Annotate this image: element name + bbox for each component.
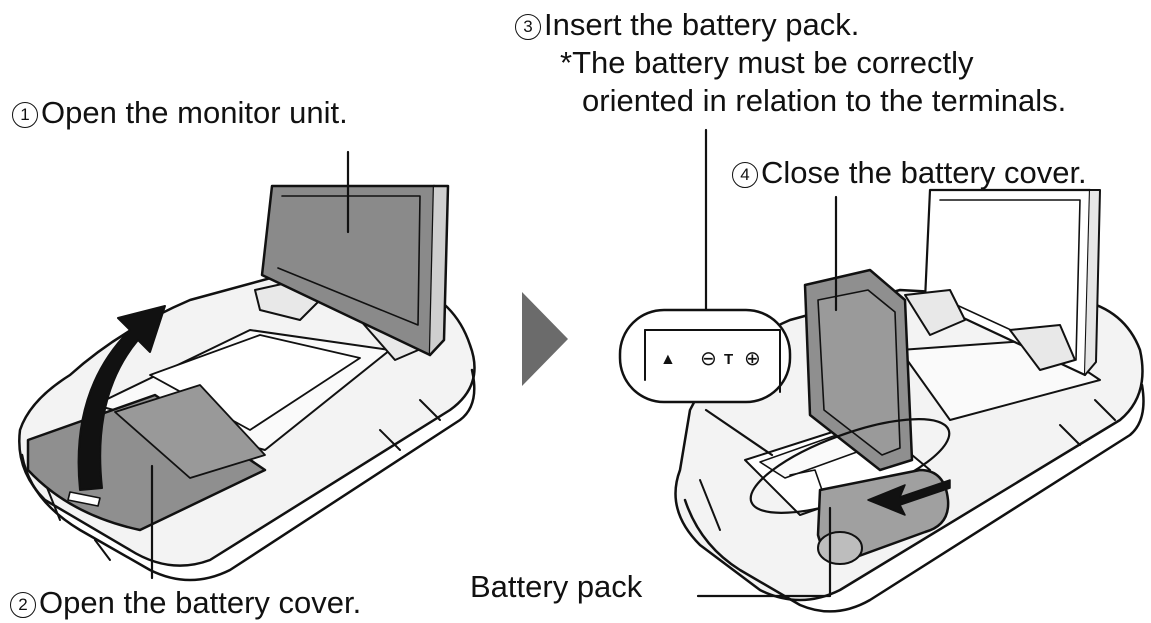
terminal-mark-t: T: [724, 351, 733, 368]
terminal-mark-minus: ⊖: [700, 348, 717, 370]
terminal-callout: [618, 308, 792, 404]
step-4-number: 4: [732, 162, 758, 188]
step-3-text: Insert the battery pack.: [544, 7, 860, 42]
terminal-mark-triangle: ▲: [660, 351, 676, 368]
step-1-number: 1: [12, 102, 38, 128]
terminal-marks: ▲ ⊖ T ⊕: [660, 348, 761, 370]
camcorder-left: [18, 150, 476, 582]
battery-cover-right: [803, 268, 914, 472]
leader-battery: [696, 506, 832, 598]
step-3-number: 3: [515, 14, 541, 40]
note-line-2: oriented in relation to the terminals.: [582, 83, 1067, 118]
step-4-text: Close the battery cover.: [761, 155, 1087, 190]
next-arrow-triangle: [522, 292, 568, 386]
step-2-number: 2: [10, 592, 36, 618]
monitor-panel: [260, 184, 450, 357]
open-arrow: [77, 305, 166, 491]
camcorder-right: [674, 128, 1145, 613]
step-1-text: Open the monitor unit.: [41, 95, 348, 130]
terminal-mark-plus: ⊕: [744, 348, 761, 370]
insert-arrow: [867, 479, 951, 516]
battery-pack-label: Battery pack: [470, 569, 643, 604]
step-2-text: Open the battery cover.: [39, 585, 362, 620]
note-line-1: *The battery must be correctly: [560, 45, 974, 80]
